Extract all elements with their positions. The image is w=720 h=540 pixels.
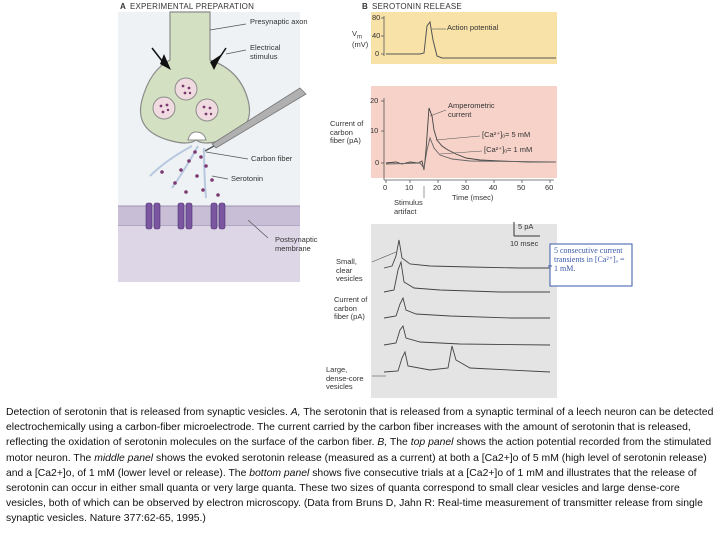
label-small-clear-vesicles: Small, clear vesicles <box>336 257 363 284</box>
label-stimulus-artifact: Stimulus artifact <box>394 198 423 216</box>
vesicle-group <box>152 77 219 141</box>
scale-label-pa: 5 pA <box>518 222 534 231</box>
label-electrical-stimulus: Electrical stimulus <box>250 43 281 61</box>
x-tick-10: 10 <box>405 183 414 192</box>
scale-label-msec: 10 msec <box>510 239 539 248</box>
middle-x-ticks <box>385 180 551 183</box>
bottom-panel-background <box>371 224 557 398</box>
middle-panel-background <box>371 86 557 178</box>
label-carbon-fiber: Carbon fiber <box>251 154 293 163</box>
x-tick-30: 30 <box>461 183 470 192</box>
label-ca-1mm: [Ca²⁺]ₒ= 1 mM <box>484 145 533 154</box>
middle-tick-20: 20 <box>370 96 379 105</box>
middle-xlabel: Time (msec) <box>452 193 494 202</box>
note-box <box>549 243 633 287</box>
postsynaptic-membrane <box>118 206 300 226</box>
label-postsynaptic-membrane: Postsynaptic membrane <box>275 235 318 253</box>
trace-5mM <box>385 107 556 171</box>
label-ca-5mm: [Ca²⁺]ₒ= 5 mM <box>482 130 531 139</box>
panel-b-plots <box>371 12 633 398</box>
panel-a-leaders <box>205 23 269 239</box>
label-large-dense-core-vesicles: Large, dense-core vesicles <box>326 365 364 392</box>
figure-caption: Detection of serotonin that is released … <box>6 407 714 525</box>
panel-a-illustration <box>118 11 307 282</box>
label-action-potential: Action potential <box>447 23 499 32</box>
label-current-carbon-fiber: Current of carbon fiber (pA) <box>334 295 368 322</box>
x-tick-20: 20 <box>433 183 442 192</box>
x-tick-40: 40 <box>489 183 498 192</box>
label-presynaptic-axon: Presynaptic axon <box>250 17 308 26</box>
serotonin-release <box>149 145 220 199</box>
middle-ylabel: Current of carbon fiber (pA) <box>330 119 364 146</box>
receptor-group <box>145 202 226 230</box>
top-tick-40: 40 <box>372 31 381 40</box>
middle-tick-0: 0 <box>375 158 380 167</box>
note-box-text: 5 consecutive current transients in [Ca²… <box>554 246 625 274</box>
middle-leaders <box>423 109 483 198</box>
label-amperometric-current: Amperometric current <box>448 101 495 119</box>
top-tick-0: 0 <box>375 49 380 58</box>
top-panel-background <box>371 12 557 64</box>
x-tick-50: 50 <box>517 183 526 192</box>
consecutive-traces <box>383 239 551 373</box>
middle-tick-10: 10 <box>370 126 379 135</box>
top-tick-80: 80 <box>372 13 381 22</box>
x-tick-60: 60 <box>545 183 554 192</box>
top-ylabel: Vm(mV) <box>352 29 369 50</box>
x-tick-0: 0 <box>383 183 388 192</box>
trace-1mM <box>385 136 557 170</box>
label-serotonin: Serotonin <box>231 174 264 183</box>
stimulus-arrows <box>151 47 227 70</box>
bottom-leaders <box>371 251 397 377</box>
action-potential-trace <box>386 20 556 59</box>
